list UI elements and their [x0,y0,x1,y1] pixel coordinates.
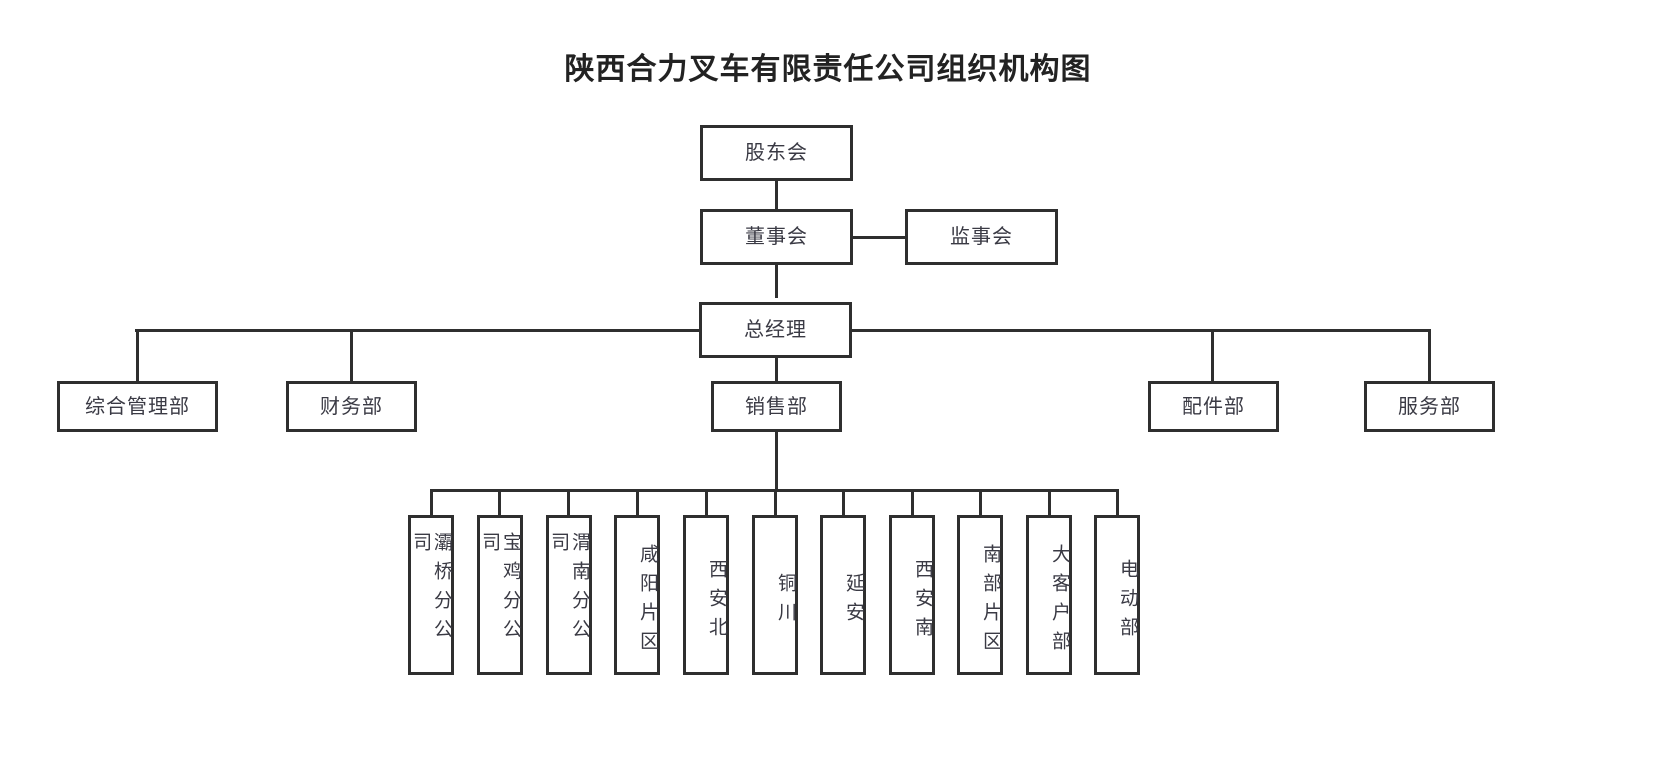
node-shareholders[interactable]: 股东会 [700,125,853,181]
connector-drop-parts [1211,329,1214,381]
node-sales-unit-xianyang-area[interactable]: 咸阳片区 [614,515,660,675]
node-sales-unit-tongchuan-label: 铜川 [775,573,796,631]
node-sales-unit-electric-dept-label: 电动部 [1117,558,1138,646]
connector-drop-finance [350,329,353,381]
node-sales-unit-yanan[interactable]: 延安 [820,515,866,675]
node-sales-unit-weinan-branch[interactable]: 渭南分公司 [546,515,592,675]
node-sales-unit-baqiao-branch[interactable]: 灞桥分公司 [408,515,454,675]
node-sales-unit-key-accounts[interactable]: 大客户部 [1026,515,1072,675]
node-department-finance[interactable]: 财务部 [286,381,417,432]
node-sales-unit-weinan-branch-label: 渭南分公司 [548,532,590,648]
node-sales-unit-south-area-label: 南部片区 [980,544,1001,660]
node-sales-unit-xian-south-label: 西安南 [912,558,933,646]
connector-drop-xian-north [705,489,708,516]
connector-drop-baqiao-branch [430,489,433,516]
connector-board-gm [775,263,778,298]
connector-drop-yanan [842,489,845,516]
node-sales-unit-xian-south[interactable]: 西安南 [889,515,935,675]
node-department-service[interactable]: 服务部 [1364,381,1495,432]
node-sales-unit-tongchuan[interactable]: 铜川 [752,515,798,675]
connector-drop-key-accounts [1048,489,1051,516]
node-general-manager[interactable]: 总经理 [699,302,852,358]
connector-sales-bus [430,489,1116,492]
connector-drop-xianyang-area [636,489,639,516]
node-board-of-directors-label: 董事会 [745,226,808,248]
node-supervisory-board[interactable]: 监事会 [905,209,1058,265]
node-department-sales-label: 销售部 [745,395,808,418]
node-sales-unit-yanan-label: 延安 [843,573,864,631]
connector-drop-weinan-branch [567,489,570,516]
connector-gm-sales [775,357,778,381]
node-board-of-directors[interactable]: 董事会 [700,209,853,265]
node-sales-unit-key-accounts-label: 大客户部 [1049,544,1070,660]
node-sales-unit-baoji-branch[interactable]: 宝鸡分公司 [477,515,523,675]
connector-drop-electric-dept [1116,489,1119,516]
node-sales-unit-xian-north-label: 西安北 [706,558,727,646]
node-department-parts-label: 配件部 [1182,395,1245,418]
node-sales-unit-electric-dept[interactable]: 电动部 [1094,515,1140,675]
node-sales-unit-xian-north[interactable]: 西安北 [683,515,729,675]
node-department-parts[interactable]: 配件部 [1148,381,1279,432]
connector-shareholders-board [775,180,778,212]
node-sales-unit-baqiao-branch-label: 灞桥分公司 [410,532,452,648]
node-department-general-admin[interactable]: 综合管理部 [57,381,218,432]
connector-drop-service [1428,329,1431,381]
page-title: 陕西合力叉车有限责任公司组织机构图 [564,53,1092,86]
connector-drop-general-admin [136,329,139,381]
connector-sales-stem [775,431,778,491]
connector-drop-baoji-branch [498,489,501,516]
connector-drop-south-area [979,489,982,516]
node-shareholders-label: 股东会 [745,142,808,164]
node-department-general-admin-label: 综合管理部 [85,395,190,418]
node-department-finance-label: 财务部 [320,395,383,418]
node-department-service-label: 服务部 [1398,395,1461,418]
connector-board-supervisors [851,236,907,239]
node-sales-unit-south-area[interactable]: 南部片区 [957,515,1003,675]
node-supervisory-board-label: 监事会 [950,226,1013,248]
node-general-manager-label: 总经理 [744,319,807,341]
connector-drop-xian-south [911,489,914,516]
node-sales-unit-xianyang-area-label: 咸阳片区 [637,544,658,660]
connector-drop-tongchuan [774,489,777,516]
node-department-sales[interactable]: 销售部 [711,381,842,432]
node-sales-unit-baoji-branch-label: 宝鸡分公司 [479,532,521,648]
